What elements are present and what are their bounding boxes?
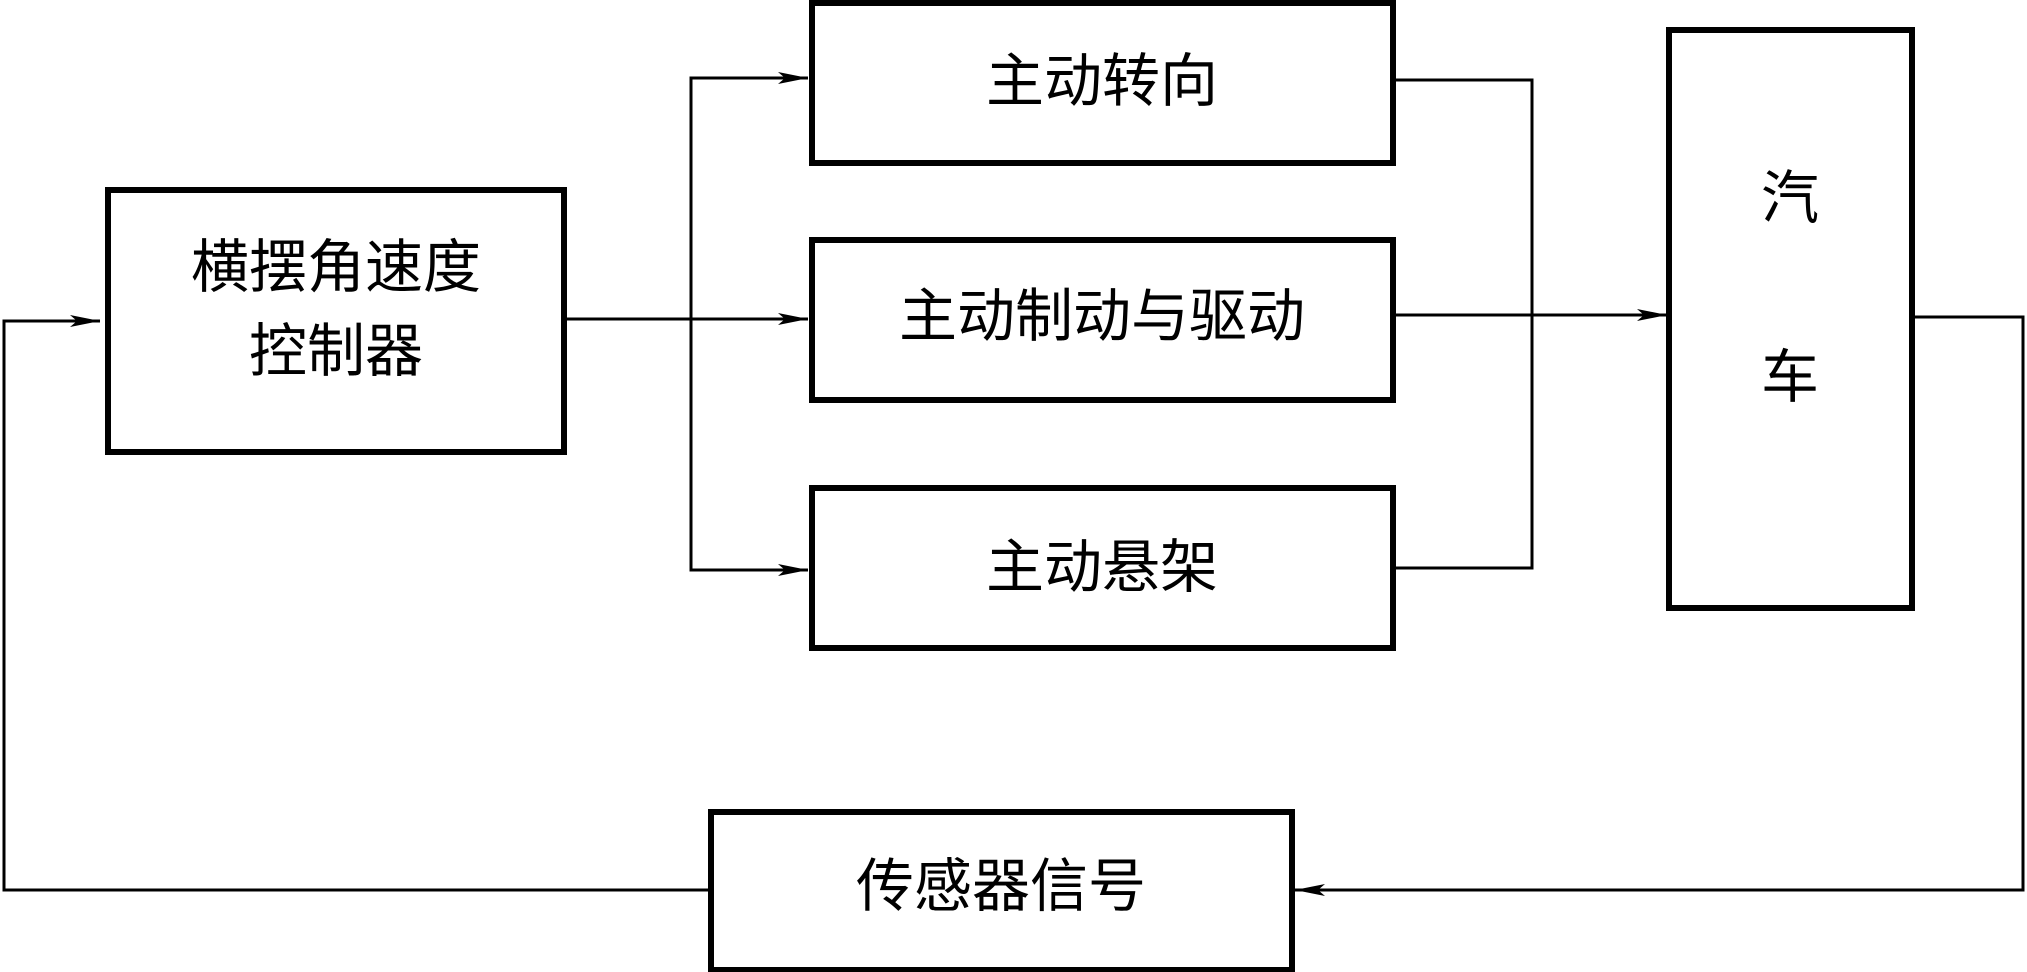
steering-output-line <box>1394 78 1534 570</box>
branch-to-steering-line <box>689 72 808 319</box>
suspension-label: 主动悬架 <box>986 533 1218 601</box>
controller-label-line1: 横摆角速度 <box>191 233 481 301</box>
connector-lines <box>2 72 2025 896</box>
sensor-block: 传感器信号 <box>708 809 1295 972</box>
steering-block: 主动转向 <box>809 0 1396 166</box>
sensor-label: 传感器信号 <box>856 852 1146 920</box>
steering-label: 主动转向 <box>986 47 1218 115</box>
vehicle-to-sensor-line <box>1295 315 2025 896</box>
feedback-line <box>2 315 708 892</box>
vehicle-label-char1: 汽 <box>1761 164 1819 232</box>
vehicle-label-char2: 车 <box>1761 343 1819 411</box>
suspension-block: 主动悬架 <box>809 485 1396 651</box>
controller-label-line2: 控制器 <box>249 317 423 385</box>
braking-label: 主动制动与驱动 <box>899 282 1305 350</box>
braking-block: 主动制动与驱动 <box>809 237 1396 403</box>
branch-to-suspension-line <box>689 319 808 576</box>
controller-block: 横摆角速度 控制器 <box>105 187 567 455</box>
vehicle-block: 汽 车 <box>1666 27 1915 611</box>
